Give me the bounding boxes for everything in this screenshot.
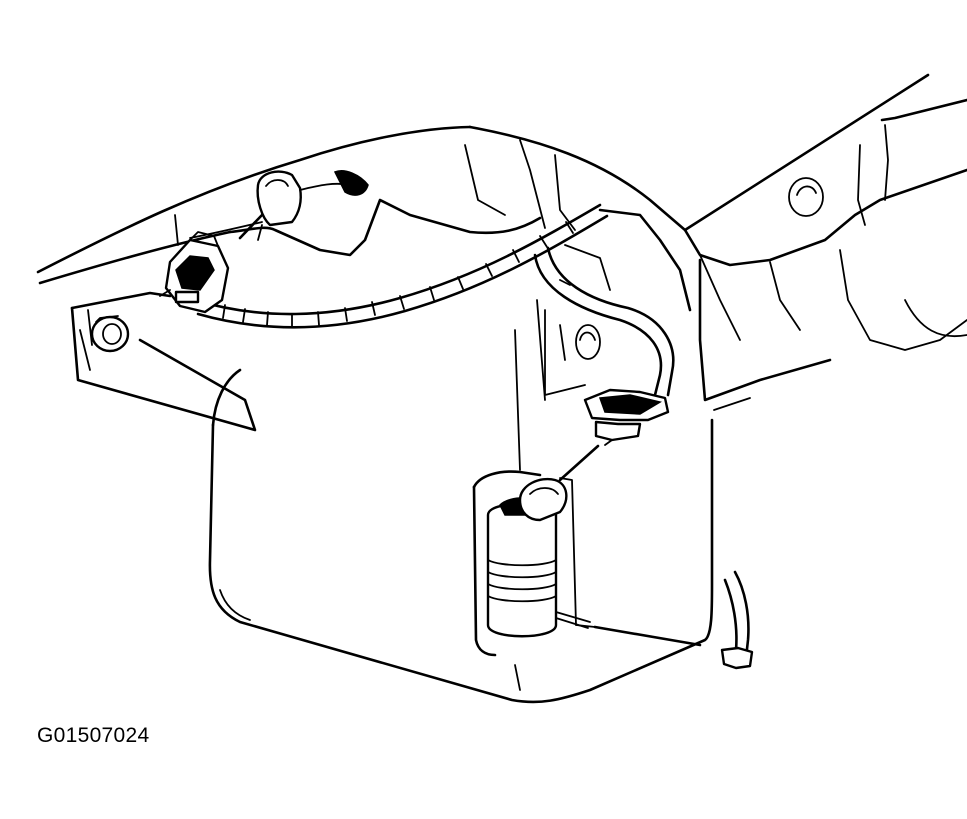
level-sensor-connector <box>159 231 230 314</box>
body-panel <box>36 73 967 432</box>
washer-pump-motor <box>472 470 596 657</box>
figure-id-label: G01507024 <box>37 724 150 747</box>
washer-fluid-reservoir <box>208 198 714 704</box>
filler-neck <box>238 170 369 241</box>
washer-hose <box>593 570 754 670</box>
wiring-harness <box>193 203 675 397</box>
mounting-boss <box>90 315 130 353</box>
pump-electrical-connector <box>558 388 670 482</box>
